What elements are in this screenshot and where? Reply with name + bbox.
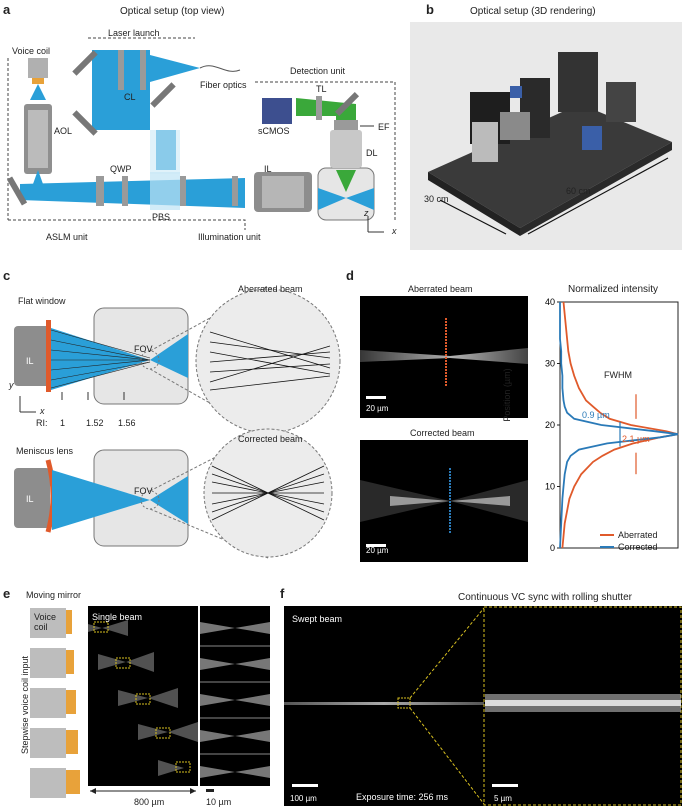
scalebar-100um: 100 µm	[290, 794, 317, 803]
label-illumination-unit: Illumination unit	[198, 232, 261, 242]
y-tick-label-40: 40	[545, 297, 555, 307]
chart-frame	[559, 301, 679, 549]
annotation-fwhm: FWHM	[604, 370, 632, 380]
panel-a-title: Optical setup (top view)	[120, 6, 225, 17]
label-pbs: PBS	[152, 212, 171, 222]
ri-value-3: 1.56	[118, 418, 136, 428]
ri-value-2: 1.52	[86, 418, 104, 428]
annotation-aberrated-fwhm: 2.1 µm	[622, 434, 650, 444]
label-aberrated-beam-c: Aberrated beam	[238, 284, 303, 294]
label-meniscus-lens: Meniscus lens	[16, 446, 74, 456]
label-voice-coil: Voice coil	[12, 46, 51, 56]
panel-letter-d: d	[346, 268, 354, 283]
intensity-chart: 0 10 20 30 40	[545, 297, 679, 553]
label-fov-aberrated: FOV	[134, 344, 153, 354]
label-dl: DL	[366, 148, 378, 158]
panel-letter-f: f	[280, 586, 285, 601]
label-aberrated-beam-d: Aberrated beam	[408, 284, 473, 294]
series-line-aberrated	[561, 301, 679, 549]
label-10um: 10 µm	[206, 797, 232, 807]
label-il-aberrated: IL	[26, 356, 34, 366]
dimension-60cm: 60 cm	[566, 186, 591, 196]
width-arrow	[90, 788, 214, 794]
axis-x-label: x	[392, 226, 397, 236]
chart-ylabel: Position (µm)	[502, 368, 512, 422]
scalebar-20um-2: 20 µm	[366, 546, 389, 555]
panel-letter-b: b	[426, 2, 434, 17]
label-corrected-beam-c: Corrected beam	[238, 434, 303, 444]
chart-title: Normalized intensity	[568, 284, 659, 295]
swept-beam-image	[284, 606, 682, 806]
scalebar-5um: 5 µm	[494, 794, 512, 803]
label-flat-window: Flat window	[18, 296, 66, 306]
label-swept-beam: Swept beam	[292, 614, 343, 624]
label-aol: AOL	[54, 126, 73, 136]
voice-coil-stack	[30, 608, 80, 798]
label-cl: CL	[124, 92, 136, 102]
y-tick-label-30: 30	[545, 359, 555, 369]
legend-item-aberrated: Aberrated	[600, 530, 658, 540]
aberrated-beam-image	[360, 296, 528, 418]
axis-y-label: y	[9, 380, 14, 390]
label-fiber-optics: Fiber optics	[200, 80, 247, 90]
series-line-corrected	[559, 302, 679, 549]
optical-table-rendering	[428, 52, 672, 236]
y-tick-label-0: 0	[550, 543, 555, 553]
beam-comparison-diagram	[14, 285, 341, 559]
legend-label-corrected: Corrected	[618, 542, 658, 552]
label-aslm-unit: ASLM unit	[46, 232, 88, 242]
panel-letter-c: c	[3, 268, 11, 283]
y-tick-label-10: 10	[545, 482, 555, 492]
ri-label: RI:	[36, 418, 48, 428]
label-tl: TL	[316, 84, 327, 94]
panel-b-title: Optical setup (3D rendering)	[470, 6, 596, 17]
panel-f-title: Continuous VC sync with rolling shutter	[458, 592, 632, 603]
label-800um: 800 µm	[134, 797, 165, 807]
legend-swatch-corrected	[600, 546, 614, 548]
label-detection-unit: Detection unit	[290, 66, 346, 76]
axis-z-label: z	[364, 208, 369, 218]
label-scmos: sCMOS	[258, 126, 290, 136]
panel-letter-e: e	[3, 586, 11, 601]
dimension-30cm: 30 cm	[424, 194, 449, 204]
label-il: IL	[264, 164, 272, 174]
axis-x-label-c: x	[40, 406, 45, 416]
ri-value-1: 1	[60, 418, 66, 428]
panel-letter-a: a	[3, 2, 11, 17]
annotation-corrected-fwhm: 0.9 µm	[582, 410, 610, 420]
label-laser-launch: Laser launch	[108, 28, 160, 38]
optical-setup-top-view-diagram	[6, 37, 396, 233]
label-single-beam: Single beam	[92, 612, 143, 622]
corrected-beam-image	[360, 440, 528, 562]
label-voice-coil-e: Voice coil	[34, 612, 57, 632]
label-il-corrected: IL	[26, 494, 34, 504]
label-ef: EF	[378, 122, 390, 132]
rendering-background	[410, 22, 682, 250]
single-beam-image	[88, 606, 198, 786]
chart-legend: Aberrated Corrected	[600, 530, 658, 552]
label-qwp: QWP	[110, 164, 132, 174]
label-corrected-beam-d: Corrected beam	[410, 428, 475, 438]
zoomed-beam-strip	[200, 606, 270, 786]
label-moving-mirror: Moving mirror	[26, 590, 82, 600]
legend-item-corrected: Corrected	[600, 542, 658, 552]
label-exposure-time: Exposure time: 256 ms	[356, 792, 449, 802]
label-fov-corrected: FOV	[134, 486, 153, 496]
y-tick-label-20: 20	[545, 420, 555, 430]
legend-swatch-aberrated	[600, 534, 614, 536]
legend-label-aberrated: Aberrated	[618, 530, 658, 540]
scalebar-20um-1: 20 µm	[366, 404, 389, 413]
